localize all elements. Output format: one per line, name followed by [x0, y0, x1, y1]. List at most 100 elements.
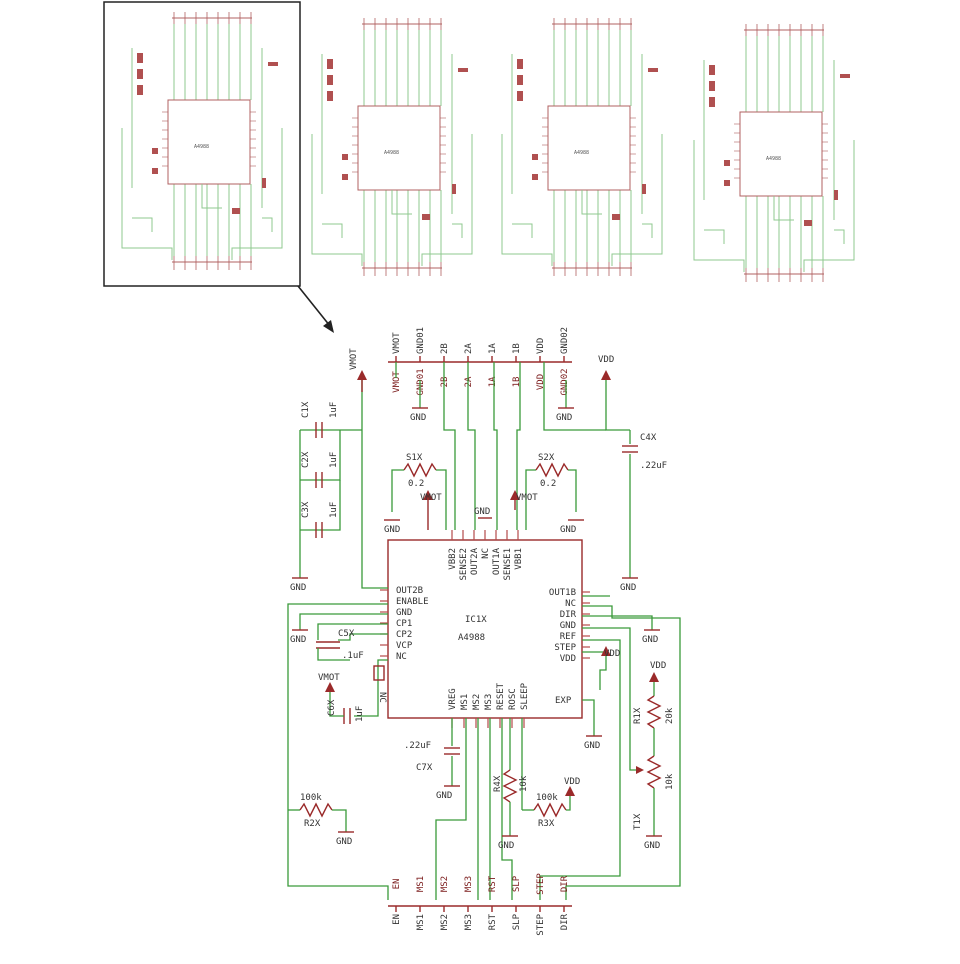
c3-wire — [300, 480, 341, 531]
net-reset — [501, 718, 513, 900]
top-header-inner-label: GND02 — [560, 368, 570, 395]
r3[interactable]: VDD 100k R3X — [522, 777, 580, 829]
ic-pin-label: SENSE1 — [503, 548, 513, 581]
vmot-c6-label: VMOT — [318, 673, 340, 683]
r1-ref: R1X — [633, 707, 643, 724]
svg-text:VMOT: VMOT — [420, 493, 442, 503]
bottom-header-inner-label: EN — [392, 879, 402, 890]
net-vdd-header — [543, 362, 606, 431]
bottom-header-inner-label: MS1 — [416, 876, 426, 892]
bottom-header-label: RST — [488, 913, 498, 930]
t1[interactable]: GND T1X 10k — [633, 755, 675, 851]
ic-pin-label: VBB2 — [448, 548, 458, 570]
c7-ref: C7X — [416, 763, 433, 773]
ic-pin-label: OUT1B — [549, 588, 576, 598]
bottom-header-label: MS3 — [464, 914, 474, 930]
c4-ref: C4X — [640, 433, 657, 443]
top-header-label: 2B — [440, 343, 450, 354]
nc-marker — [373, 665, 385, 681]
thumbnail-board[interactable]: A4988 — [311, 18, 473, 276]
c2[interactable]: C2X 1uF — [301, 451, 339, 488]
thumbnail-board[interactable]: A4988 — [501, 18, 663, 276]
gnd-right-symbol: GND — [642, 635, 658, 645]
vmot-arrow-s2: VMOT — [510, 490, 538, 510]
bottom-header-inner-label: DIR — [560, 875, 570, 892]
r2[interactable]: GND 100k R2X — [288, 793, 354, 847]
vdd-r1-label: VDD — [650, 661, 666, 671]
c6[interactable]: VMOT C6X 1uF — [318, 659, 388, 724]
ic-pin-label: ENABLE — [396, 597, 429, 607]
svg-text:GND: GND — [644, 841, 660, 851]
s2-value: 0.2 — [540, 479, 556, 489]
vmot-arrow-left — [357, 370, 367, 380]
net-step — [539, 639, 621, 900]
thumbnail-board[interactable]: A4988 — [121, 12, 283, 270]
svg-text:GND: GND — [560, 525, 576, 535]
c7-value: .22uF — [404, 741, 431, 751]
svg-text:GND: GND — [498, 841, 514, 851]
c1-value: 1uF — [329, 402, 339, 418]
c5[interactable]: C5X .1uF — [316, 623, 388, 661]
net-1b — [516, 362, 521, 530]
top-header-inner-label: VDD — [536, 374, 546, 390]
c7[interactable]: GND .22uF C7X — [404, 718, 460, 801]
bottom-header-label: MS2 — [440, 914, 450, 930]
r2-ref: R2X — [304, 819, 321, 829]
c3[interactable]: C3X 1uF — [301, 501, 339, 538]
thumbnail-ic-label: A4988 — [384, 150, 399, 156]
vdd-r3-label: VDD — [564, 777, 580, 787]
gnd01-symbol: GND — [410, 413, 426, 423]
net-2b — [443, 362, 456, 530]
bottom-header-label: SLP — [512, 913, 522, 930]
s1[interactable]: S1X 0.2 GND — [384, 453, 447, 535]
net-gnd-left — [299, 613, 388, 630]
s2-ref: S2X — [538, 453, 555, 463]
r4-ref: R4X — [493, 775, 503, 792]
top-header-label: VDD — [536, 338, 546, 354]
ic-pin-label: GND — [396, 608, 412, 618]
c3-ref: C3X — [301, 501, 311, 518]
ic-pin-label: NC — [565, 599, 576, 609]
top-header-label: 1A — [488, 343, 498, 354]
vmot-label-left: VMOT — [349, 348, 359, 370]
net-ms1 — [435, 718, 467, 900]
svg-text:GND: GND — [336, 837, 352, 847]
ic-pin-label: REF — [560, 632, 576, 642]
svg-text:GND: GND — [620, 583, 636, 593]
bottom-header-inner-label: SLP — [512, 875, 522, 892]
ic-pin-label: VBB1 — [514, 548, 524, 570]
ic-pin-label: CP1 — [396, 619, 412, 629]
ic-part: A4988 — [458, 633, 485, 643]
s2[interactable]: S2X 0.2 GND — [525, 453, 584, 535]
c3-value: 1uF — [329, 502, 339, 518]
vdd-label-top: VDD — [598, 355, 614, 365]
r3-value: 100k — [536, 793, 558, 803]
c4-gnd: GND — [620, 577, 638, 593]
vmot-rail — [361, 378, 388, 589]
ic-pins: OUT2BENABLEGNDCP1CP2VCPNCOUT1BNCDIRGNDRE… — [380, 530, 590, 728]
c1-ref: C1X — [301, 401, 311, 418]
r4-value: 10k — [519, 775, 529, 792]
ic-pin-label: OUT2B — [396, 586, 423, 596]
t1-value: 10k — [665, 773, 675, 790]
top-header-inner-label: 1A — [488, 376, 498, 387]
thumbnail-board[interactable]: A4988 — [693, 24, 855, 282]
r1[interactable]: VDD R1X 20k — [633, 661, 675, 756]
c1[interactable]: C1X 1uF — [301, 401, 339, 438]
thumbnail-ic-label: A4988 — [574, 150, 589, 156]
bottom-header-inner-label: MS2 — [440, 876, 450, 892]
svg-text:VMOT: VMOT — [516, 493, 538, 503]
zoom-arrow — [297, 285, 331, 327]
r4[interactable]: GND R4X 10k — [493, 718, 529, 851]
r2-value: 100k — [300, 793, 322, 803]
ic-pin-label: CP2 — [396, 630, 412, 640]
top-header-inner-label: 2A — [464, 376, 474, 387]
top-header: VMOTVMOTGND01GND012B2B2A2A1A1A1B1BVDDVDD… — [392, 327, 570, 396]
top-header-inner-label: 2B — [440, 377, 450, 388]
ic-body[interactable] — [387, 539, 583, 719]
selection-frame[interactable] — [103, 1, 301, 287]
r3-ref: R3X — [538, 819, 555, 829]
ic-pin-label: VDD — [560, 654, 576, 664]
net-enable — [287, 603, 389, 900]
